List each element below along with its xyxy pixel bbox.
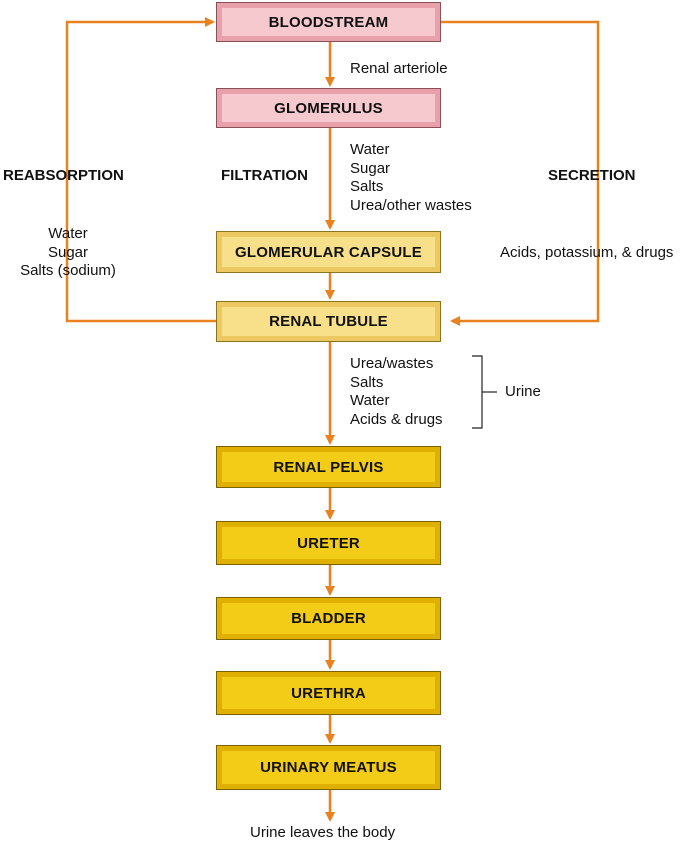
urine-component-item: Salts bbox=[350, 373, 384, 391]
urine-component-item: Acids & drugs bbox=[350, 410, 443, 428]
urinary-meatus-box: URINARY MEATUS bbox=[216, 745, 441, 790]
secreted-label: Acids, potassium, & drugs bbox=[500, 244, 674, 261]
bladder-label: BLADDER bbox=[291, 610, 366, 627]
filtration-heading: FILTRATION bbox=[221, 167, 308, 184]
reabsorbed-item: Sugar bbox=[47, 243, 89, 261]
filtrate-item: Water bbox=[350, 141, 390, 158]
ureter-label: URETER bbox=[297, 534, 360, 552]
urine-component-item: Water bbox=[350, 392, 390, 409]
urinary-meatus-label: URINARY MEATUS bbox=[260, 759, 397, 776]
urine-exit-label: Urine leaves the body bbox=[250, 824, 396, 841]
renal-arteriole-label: Renal arteriole bbox=[350, 60, 448, 77]
filtrate-item: Urea/other wastes bbox=[350, 196, 472, 214]
ureter-box: URETER bbox=[216, 521, 441, 565]
reabsorbed-list: Water Sugar Salts (sodium) bbox=[8, 225, 128, 281]
reabsorption-loop bbox=[65, 17, 217, 323]
glomerulus-label: GLOMERULUS bbox=[274, 99, 383, 117]
urine-component-item: Urea/wastes bbox=[350, 355, 434, 372]
secretion-heading: SECRETION bbox=[548, 167, 636, 184]
filtrate-item: Sugar bbox=[350, 159, 391, 177]
renal-pelvis-box: RENAL PELVIS bbox=[216, 446, 441, 488]
reabsorbed-item: Water bbox=[48, 225, 88, 242]
glomerulus-box: GLOMERULUS bbox=[216, 88, 441, 128]
bloodstream-box: BLOODSTREAM bbox=[216, 2, 441, 42]
renal-tubule-label: RENAL TUBULE bbox=[269, 313, 388, 330]
filtrate-item: Salts bbox=[350, 178, 384, 195]
urethra-box: URETHRA bbox=[216, 671, 441, 715]
urine-label: Urine bbox=[505, 383, 541, 400]
bloodstream-label: BLOODSTREAM bbox=[268, 13, 389, 31]
glomerular-capsule-label: GLOMERULAR CAPSULE bbox=[235, 243, 422, 261]
renal-tubule-box: RENAL TUBULE bbox=[216, 301, 441, 342]
secretion-loop bbox=[441, 20, 600, 326]
renal-pelvis-label: RENAL PELVIS bbox=[273, 458, 384, 476]
glomerular-capsule-box: GLOMERULAR CAPSULE bbox=[216, 231, 441, 273]
urine-components-list: Urea/wastes Salts Water Acids & drugs bbox=[350, 355, 443, 429]
urine-bracket bbox=[472, 355, 497, 429]
reabsorption-heading: REABSORPTION bbox=[3, 167, 124, 184]
urethra-label: URETHRA bbox=[291, 684, 366, 702]
bladder-box: BLADDER bbox=[216, 597, 441, 640]
reabsorbed-item: Salts (sodium) bbox=[20, 262, 116, 279]
filtrate-list: Water Sugar Salts Urea/other wastes bbox=[350, 141, 472, 215]
